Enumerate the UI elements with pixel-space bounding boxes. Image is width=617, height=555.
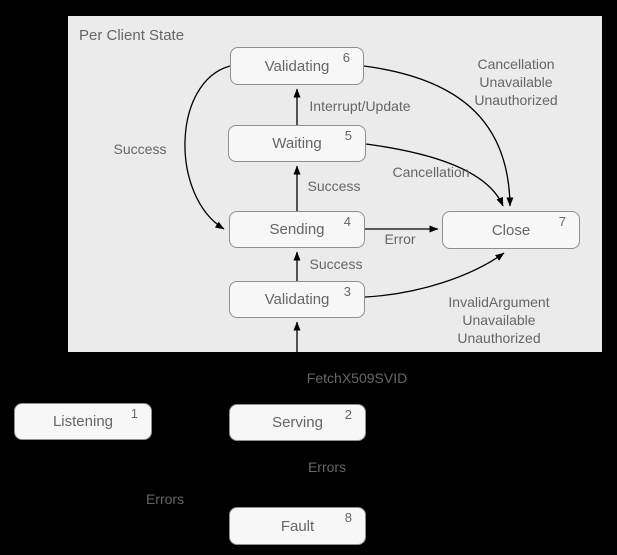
container-title: Per Client State (79, 27, 185, 44)
state-listening-1: Listening 1 (14, 403, 152, 440)
edge-label-error: Error (384, 231, 416, 247)
state-fault-8: Fault 8 (229, 507, 366, 545)
edge-label-interrupt-update: Interrupt/Update (309, 98, 411, 114)
state-number: 7 (558, 214, 566, 229)
edge-label-cancellation: Cancellation (392, 164, 470, 180)
edge-label-success-left: Success (113, 141, 167, 157)
state-number: 2 (344, 407, 352, 422)
edge-label-line: Unauthorized (457, 330, 541, 346)
edge-label-line: Unauthorized (474, 92, 558, 108)
state-validating-3: Validating 3 (229, 281, 365, 318)
state-number: 6 (342, 50, 350, 65)
edge-label-line: Cancellation (477, 56, 555, 72)
state-validating-6: Validating 6 (230, 47, 364, 85)
edge-label-success-sending: Success (309, 256, 363, 272)
edge-label-close-bottom: InvalidArgument Unavailable Unauthorized (448, 293, 549, 347)
state-sending-4: Sending 4 (229, 211, 365, 248)
state-serving-2: Serving 2 (229, 404, 366, 441)
edge-label-errors-listening: Errors (145, 491, 185, 507)
state-label: Validating (264, 57, 330, 75)
state-waiting-5: Waiting 5 (228, 125, 366, 162)
state-label: Sending (269, 221, 325, 238)
edge-label-close-top: Cancellation Unavailable Unauthorized (474, 55, 557, 109)
state-label: Fault (280, 517, 315, 535)
state-number: 8 (344, 510, 352, 525)
edge-label-errors-serving: Errors (307, 459, 347, 475)
state-number: 5 (344, 128, 352, 143)
state-label: Close (491, 221, 531, 239)
state-label: Serving (272, 414, 323, 431)
state-label: Waiting (272, 135, 322, 152)
state-number: 3 (343, 284, 351, 299)
state-number: 1 (130, 406, 138, 421)
edge-label-fetch-x509svid: FetchX509SVID (306, 370, 408, 386)
edge-label-line: InvalidArgument (448, 294, 550, 310)
edge-label-line: Unavailable (462, 312, 536, 328)
edge-label-success-waiting: Success (307, 178, 361, 194)
state-number: 4 (343, 214, 351, 229)
edge-label-line: Unavailable (479, 74, 553, 90)
state-close-7: Close 7 (442, 211, 580, 249)
state-label: Validating (264, 291, 330, 308)
state-label: Listening (52, 413, 114, 430)
